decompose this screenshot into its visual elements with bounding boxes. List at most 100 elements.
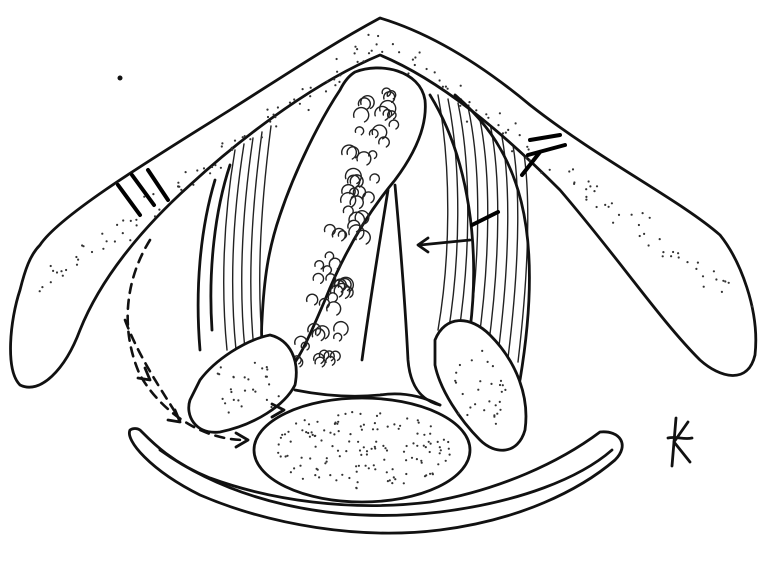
stipple-dot	[612, 222, 614, 224]
stipple-dot	[695, 268, 697, 270]
left-muscle-outline-2	[211, 165, 230, 330]
stipple-dot	[254, 391, 256, 393]
stipple-dot	[483, 409, 485, 411]
stipple-dot	[371, 50, 373, 52]
stipple-dot	[686, 261, 688, 263]
stipple-dot	[278, 443, 280, 445]
stipple-dot	[329, 474, 331, 476]
stipple-dot	[177, 182, 179, 184]
stipple-dot	[221, 142, 223, 144]
stipple-dot	[439, 446, 441, 448]
stipple-dot	[337, 421, 339, 423]
stipple-dot	[406, 445, 408, 447]
tumor-curl	[356, 230, 370, 244]
stipple-dot	[244, 135, 246, 137]
stipple-dot	[379, 412, 381, 414]
stipple-dot	[312, 434, 314, 436]
stipple-dot	[60, 270, 62, 272]
stipple-dot	[662, 255, 664, 257]
stipple-dot	[334, 84, 336, 86]
stipple-dot	[466, 414, 468, 416]
stipple-dot	[129, 239, 131, 241]
stipple-dot	[290, 441, 292, 443]
stipple-dot	[416, 458, 418, 460]
stipple-dot	[437, 441, 439, 443]
stipple-dot	[301, 429, 303, 431]
stipple-dot	[231, 147, 233, 149]
stipple-dot	[280, 455, 282, 457]
stipple-dot	[106, 240, 108, 242]
stipple-dot	[345, 450, 347, 452]
stipple-dot	[420, 460, 422, 462]
stipple-dot	[526, 146, 528, 148]
stipple-dot	[244, 390, 246, 392]
muscle-fiber	[488, 115, 498, 350]
stipple-dot	[372, 428, 374, 430]
stipple-dot	[301, 457, 303, 459]
stipple-dot	[495, 404, 497, 406]
stipple-dot	[549, 169, 551, 171]
stipple-dot	[293, 467, 295, 469]
stipple-dot	[391, 482, 393, 484]
stipple-dot	[585, 188, 587, 190]
stipple-dot	[266, 399, 268, 401]
stipple-dot	[490, 383, 492, 385]
stipple-dot	[122, 232, 124, 234]
stipple-dot	[376, 428, 378, 430]
stipple-dot	[56, 271, 58, 273]
tumor-curl	[342, 287, 353, 297]
stipple-dot	[398, 51, 400, 53]
stipple-dot	[309, 95, 311, 97]
tumor-curl	[316, 326, 329, 339]
stipple-dot	[244, 376, 246, 378]
stipple-dot	[277, 106, 279, 108]
stipple-dot	[511, 150, 513, 152]
stipple-dot	[477, 389, 479, 391]
stipple-dot	[114, 240, 116, 242]
stipple-dot	[659, 238, 661, 240]
stipple-dot	[585, 199, 587, 201]
stipple-dot	[363, 424, 365, 426]
stipple-dot	[387, 426, 389, 428]
stipple-dot	[293, 98, 295, 100]
stipple-dot	[604, 204, 606, 206]
stipple-dot	[280, 437, 282, 439]
stipple-dot	[425, 446, 427, 448]
stipple-dot	[588, 180, 590, 182]
stipple-dot	[383, 459, 385, 461]
stipple-dot	[419, 51, 421, 53]
stipple-dot	[403, 482, 405, 484]
stipple-dot	[261, 367, 263, 369]
stipple-dot	[278, 395, 280, 397]
stipple-dot	[222, 398, 224, 400]
stipple-dot	[273, 114, 275, 116]
stipple-dot	[265, 376, 267, 378]
stipple-dot	[447, 441, 449, 443]
stipple-dot	[309, 457, 311, 459]
stipple-dot	[203, 167, 205, 169]
stipple-dot	[702, 275, 704, 277]
stipple-dot	[374, 446, 376, 448]
tumor-curl	[334, 333, 342, 341]
stipple-dot	[417, 419, 419, 421]
stipple-dot	[234, 140, 236, 142]
stipple-dot	[359, 413, 361, 415]
stipple-dot	[76, 264, 78, 266]
stipple-dot	[308, 423, 310, 425]
tumor-curl	[330, 351, 340, 360]
stipple-dot	[275, 125, 277, 127]
stipple-dot	[304, 419, 306, 421]
stipple-dot	[596, 185, 598, 187]
stipple-dot	[334, 423, 336, 425]
stipple-dot	[499, 409, 501, 411]
stipple-dot	[722, 280, 724, 282]
stipple-dot	[387, 480, 389, 482]
stipple-dot	[572, 168, 574, 170]
stipple-dot	[386, 449, 388, 451]
stipple-dot	[475, 109, 477, 111]
stipple-dot	[101, 233, 103, 235]
stipple-dot	[414, 56, 416, 58]
stipple-dot	[349, 433, 351, 435]
stipple-dot	[91, 251, 93, 253]
